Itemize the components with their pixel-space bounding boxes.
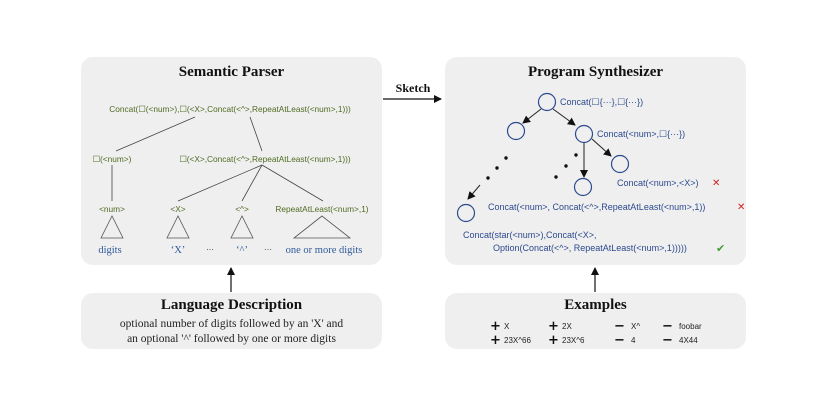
sketch-label: Sketch	[396, 81, 431, 95]
example-sign: −	[614, 319, 625, 334]
success-program-line2: Option(Concat(<^>, RepeatAtLeast(<num>,1…	[493, 243, 687, 253]
semantic-parser-panel: Semantic Parser	[81, 57, 382, 265]
parse-right-child: ☐(<X>,Concat(<^>,RepeatAtLeast(<num>,1))…	[179, 154, 351, 164]
examples-row-2: + 23X^66 + 23X^6 − 4 − 4X44	[490, 333, 698, 348]
ellipsis-1: ···	[206, 245, 214, 254]
parse-leaf-num: <num>	[99, 204, 125, 214]
parse-root: Concat(☐(<num>),☐(<X>,Concat(<^>,RepeatA…	[109, 104, 351, 114]
example-text: X	[504, 322, 510, 331]
example-sign: +	[490, 319, 501, 334]
language-description-panel: Language Description optional number of …	[81, 293, 382, 349]
language-description-line1: optional number of digits followed by an…	[119, 318, 344, 330]
node-right-label: Concat(<num>,☐{···})	[597, 129, 685, 139]
parse-leaf-caret: <^>	[235, 204, 249, 214]
success-program-line1: Concat(star(<num>),Concat(<X>,	[463, 230, 597, 240]
example-sign: +	[548, 319, 559, 334]
fail-mark-2: ✕	[737, 202, 745, 213]
example-sign: −	[614, 333, 625, 348]
example-text: 23X^66	[504, 336, 531, 345]
example-sign: −	[662, 319, 673, 334]
search-node-root	[537, 92, 557, 112]
example-text: 23X^6	[562, 336, 585, 345]
example-text: X^	[631, 322, 640, 331]
examples-panel: Examples	[445, 293, 746, 349]
parse-edges	[111, 116, 324, 202]
language-description-title: Language Description	[160, 297, 303, 313]
word-one-or-more-digits: one or more digits	[286, 245, 363, 256]
word-caret: ‘^’	[236, 245, 248, 256]
search-dots	[486, 153, 578, 180]
examples-title: Examples	[564, 297, 627, 313]
semantic-parser-title: Semantic Parser	[178, 64, 285, 80]
search-node-right	[574, 124, 594, 144]
program-synthesizer-title: Program Synthesizer	[527, 64, 664, 80]
language-description-line2: an optional '^' followed by one or more …	[127, 333, 336, 345]
parse-leaf-x: <X>	[170, 204, 185, 214]
fail-program-2: Concat(<num>, Concat(<^>,RepeatAtLeast(<…	[488, 202, 705, 212]
example-sign: +	[548, 333, 559, 348]
word-digits: digits	[98, 245, 121, 256]
example-text: 2X	[562, 322, 572, 331]
success-mark: ✔	[716, 242, 725, 255]
example-text: 4X44	[679, 336, 698, 345]
search-edges	[467, 108, 612, 200]
search-nodes	[456, 92, 630, 223]
search-node-far-right	[610, 154, 630, 174]
parse-triangles	[100, 215, 352, 239]
node-root-label: Concat(☐{···},☐{···})	[560, 97, 643, 107]
ellipsis-2: ···	[264, 245, 272, 254]
fail-mark-1: ✕	[712, 178, 720, 189]
fail-program-1: Concat(<num>,<X>)	[617, 178, 699, 188]
search-node-left	[506, 121, 526, 141]
example-sign: −	[662, 333, 673, 348]
word-x: ‘X’	[171, 245, 186, 256]
example-text: foobar	[679, 322, 702, 331]
parse-leaf-repeat: RepeatAtLeast(<num>,1)	[275, 204, 368, 214]
examples-row-1: + X + 2X − X^ − foobar	[490, 319, 702, 334]
search-node-lower-left	[456, 203, 476, 223]
search-node-mid	[573, 177, 593, 197]
example-sign: +	[490, 333, 501, 348]
example-text: 4	[631, 336, 636, 345]
parse-left-child: ☐(<num>)	[93, 154, 132, 164]
program-synthesizer-panel: Program Synthesizer	[445, 57, 746, 265]
